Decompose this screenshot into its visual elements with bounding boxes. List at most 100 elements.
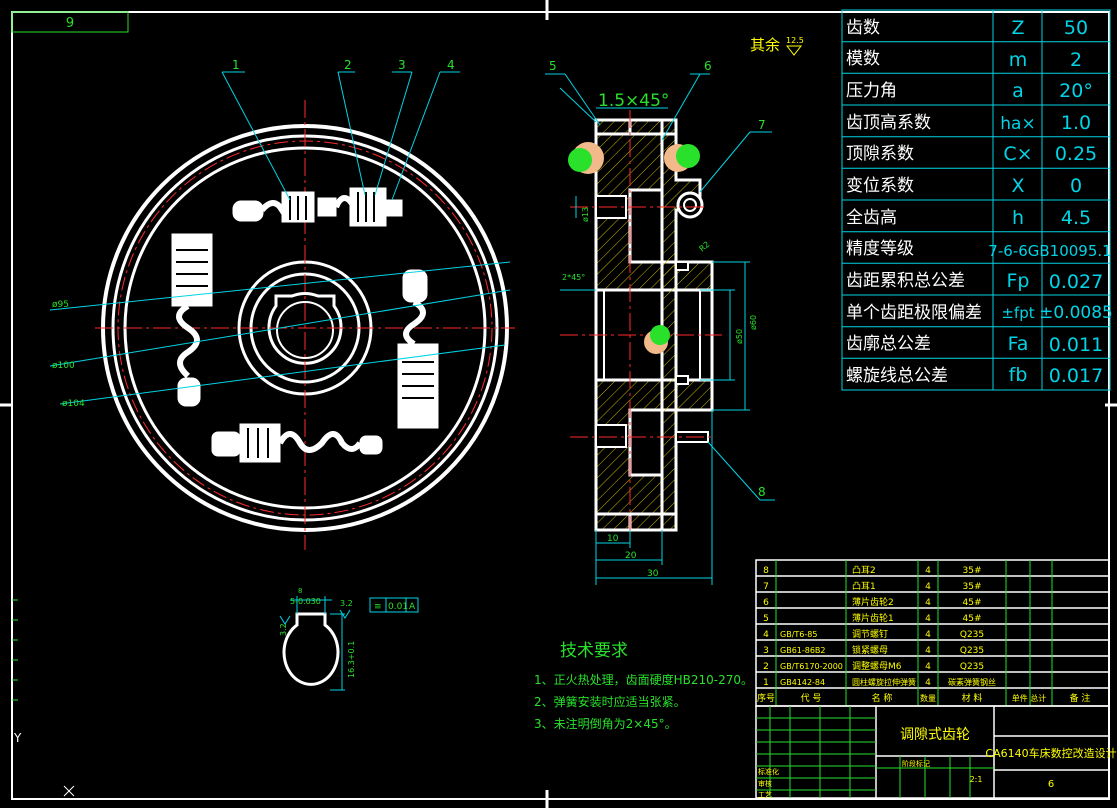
bom-name-1: 圆柱螺旋拉伸弹簧: [852, 677, 916, 687]
keyway-rough: 3.2: [340, 599, 353, 608]
title-label-review: 审核: [758, 779, 772, 788]
param-symbol-4: ha×: [1000, 114, 1035, 134]
keyway-detail: ≡ 8 5-0.030 0.01 A 3.2 3.2 16.3+0.1: [279, 587, 419, 691]
param-name-9: 齿距累积总公差: [846, 271, 965, 291]
bom-mat-1: 碳素弹簧钢丝: [948, 677, 996, 687]
param-value-5: 0.25: [1055, 143, 1097, 165]
param-value-10: ±0.0085: [1039, 303, 1113, 323]
param-name-2: 模数: [846, 49, 880, 69]
bom-qty-6: 4: [925, 598, 931, 608]
dim-d100: ø100: [52, 361, 75, 371]
front-view: ø95 ø100 ø104 1 2 3 4: [49, 58, 515, 550]
title-label-process: 工艺: [758, 791, 772, 799]
bom-no-2: 2: [763, 662, 769, 672]
param-name-5: 顶隙系数: [846, 144, 914, 164]
bom-code-2: GB/T6170-2000: [780, 662, 843, 671]
param-name-7: 全齿高: [846, 208, 897, 228]
sym-tolerance: 0.01: [388, 602, 408, 612]
bom-qty-3: 4: [925, 646, 931, 656]
bom-mat-8: 35#: [963, 566, 982, 576]
dim-d104: ø104: [62, 399, 85, 409]
bom-no-5: 5: [763, 614, 769, 624]
bom-no-7: 7: [763, 582, 769, 592]
balloon-3: 3: [398, 58, 406, 72]
bom-header-note: 备 注: [1070, 692, 1091, 704]
bom-mat-4: Q235: [960, 630, 984, 640]
param-symbol-11: Fa: [1008, 333, 1029, 355]
section-view: ø13 2*45° R2 ø50 ø60 10 20 30 1.5×45° 5 …: [545, 36, 804, 585]
param-value-9: 0.027: [1049, 271, 1103, 293]
param-symbol-7: h: [1012, 207, 1024, 229]
title-sheet: 6: [1048, 779, 1054, 790]
bom-qty-7: 4: [925, 582, 931, 592]
title-project: CA6140车床数控改造设计: [985, 746, 1116, 760]
keyway-rough-side: 3.2: [279, 623, 288, 636]
bom-no-6: 6: [763, 598, 769, 608]
balloon-7: 7: [758, 118, 766, 132]
bom-qty-1: 4: [925, 678, 931, 688]
bom-code-1: GB4142-84: [780, 678, 825, 687]
bom-code-4: GB/T6-85: [780, 630, 817, 639]
bom-name-8: 凸耳2: [852, 565, 876, 576]
param-symbol-1: Z: [1011, 17, 1024, 39]
bom-qty-5: 4: [925, 614, 931, 624]
bom-header-name: 名 称: [872, 692, 893, 704]
bom-header-no: 序号: [757, 692, 775, 704]
keyway-width: 5-0.030: [290, 597, 321, 606]
bom-header-qty: 数量: [920, 693, 936, 703]
bom-header-code: 代 号: [801, 693, 822, 704]
dim-w10: 10: [607, 534, 619, 544]
param-value-1: 50: [1064, 17, 1088, 39]
roughness-label: 其余: [750, 36, 780, 54]
param-symbol-10: ±fpt: [1001, 304, 1034, 322]
bom-mat-7: 35#: [963, 582, 982, 592]
bom-no-4: 4: [763, 630, 769, 640]
param-symbol-12: fb: [1009, 364, 1028, 386]
bom-no-3: 3: [763, 646, 769, 656]
param-symbol-5: C×: [1003, 143, 1032, 165]
title-scale: 2:1: [970, 775, 983, 784]
param-value-12: 0.017: [1049, 365, 1103, 387]
param-name-6: 变位系数: [846, 176, 914, 196]
param-value-7: 4.5: [1061, 207, 1091, 229]
keyway-b: 8: [298, 587, 302, 595]
title-name: 调隙式齿轮: [900, 727, 970, 743]
bom-mat-5: 45#: [963, 614, 982, 624]
bom-mat-6: 45#: [963, 598, 982, 608]
param-name-12: 螺旋线总公差: [846, 366, 948, 386]
bom-name-7: 凸耳1: [852, 581, 876, 592]
dim-chamfer: 2*45°: [562, 273, 585, 282]
balloon-8: 8: [758, 485, 766, 499]
dim-d50: ø50: [735, 329, 744, 344]
dim-hole: ø13: [581, 207, 590, 222]
tech-title: 技术要求: [560, 641, 628, 661]
dim-w30: 30: [647, 569, 659, 579]
dim-d60: ø60: [749, 315, 758, 330]
param-name-11: 齿廓总公差: [846, 334, 931, 354]
balloon-2: 2: [344, 58, 352, 72]
chamfer-label: 1.5×45°: [598, 91, 669, 111]
bom-mat-3: Q235: [960, 646, 984, 656]
bom-qty-8: 4: [925, 566, 931, 576]
sym-icon: ≡: [374, 602, 382, 612]
bom-header-mat: 材 料: [962, 692, 983, 704]
param-symbol-3: a: [1012, 80, 1024, 102]
title-label-standard: 标准化: [758, 767, 779, 776]
param-value-8: 7-6-6GB10095.1: [988, 242, 1111, 260]
bom-table: 8 凸耳2 4 35# 7 凸耳1 4 35# 6 薄片齿轮2 4 45# 5 …: [755, 559, 1110, 707]
bom-header-weight: 单件 总计: [1012, 693, 1047, 703]
balloon-4: 4: [447, 58, 455, 72]
roughness-value: 12.5: [786, 36, 804, 45]
param-symbol-9: Fp: [1007, 270, 1030, 292]
axis-y-label: Y: [13, 731, 22, 745]
corner-label: 9: [66, 16, 74, 31]
param-name-3: 压力角: [846, 81, 897, 101]
balloon-5: 5: [549, 59, 557, 73]
balloon-1: 1: [232, 58, 240, 72]
bom-mat-2: Q235: [960, 662, 984, 672]
balloon-6: 6: [704, 59, 712, 73]
tech-item-2: 2、弹簧安装时应适当张紧。: [534, 694, 686, 709]
ucs-icon: [63, 785, 75, 797]
